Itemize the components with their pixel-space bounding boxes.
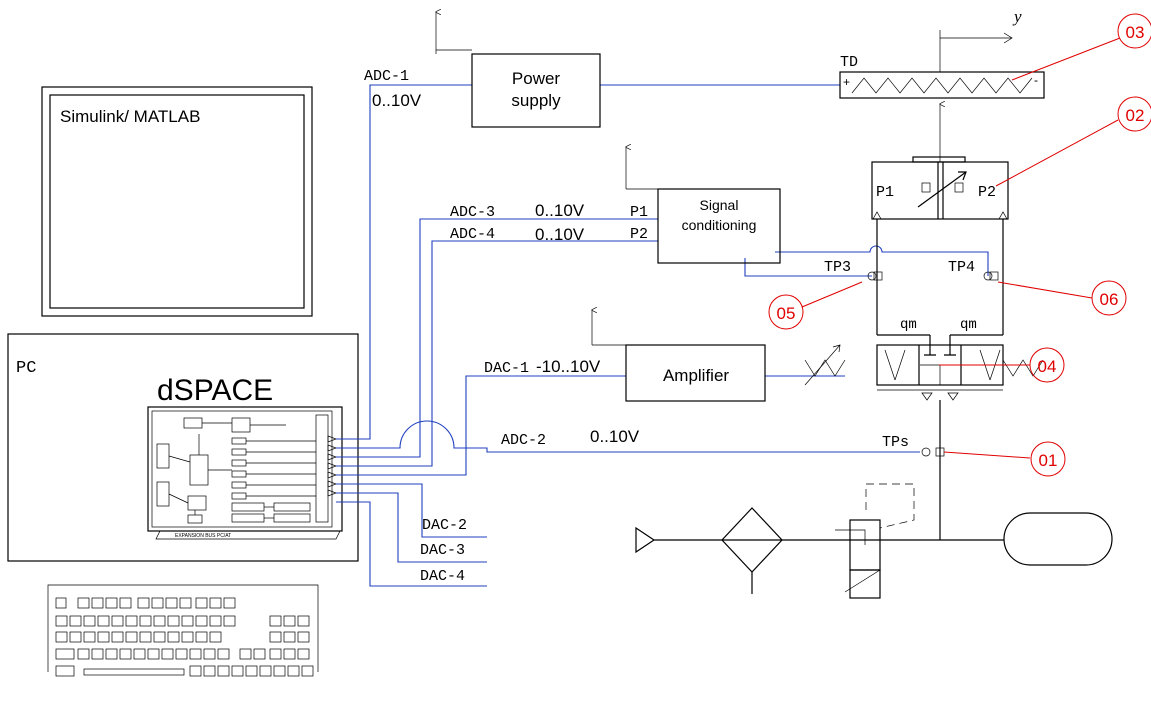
signal-conditioning-block (657, 188, 781, 264)
signal-conditioning-label-2: conditioning (682, 217, 757, 233)
power-supply-label-2: supply (511, 91, 561, 110)
callout-leaders (801, 37, 1121, 459)
adc1-label: ADC-1 (364, 68, 409, 85)
svg-text:01: 01 (1039, 451, 1058, 470)
expansion-bus-label: EXPANSION BUS PC/AT (175, 533, 231, 539)
dac3-label: DAC-3 (420, 542, 465, 559)
transducer-label: TD (840, 54, 858, 71)
adc1-range: 0..10V (372, 91, 422, 110)
callout-03: 03 (1117, 13, 1151, 49)
dac4-label: DAC-4 (420, 568, 465, 585)
svg-text:03: 03 (1126, 23, 1145, 42)
power-supply-block (471, 53, 601, 128)
monitor-label: Simulink/ MATLAB (60, 107, 200, 126)
monitor (41, 86, 313, 317)
pneumatic-cylinder (871, 156, 1009, 335)
callout-05: 05 (768, 294, 804, 330)
callout-02: 02 (1117, 96, 1151, 132)
adc2-label: ADC-2 (501, 432, 546, 449)
amplifier-label: Amplifier (663, 366, 729, 385)
test-points (867, 271, 999, 457)
adc4-label: ADC-4 (450, 226, 495, 243)
svg-text:04: 04 (1038, 357, 1057, 376)
signal-wiring (336, 84, 989, 587)
cylinder-p2-label: P2 (978, 184, 996, 201)
callout-06: 06 (1091, 280, 1127, 316)
adc2-range: 0..10V (590, 427, 640, 446)
test-point-tp4: TP4 (948, 259, 975, 276)
pc-label: PC (16, 359, 36, 378)
dspace-label: dSPACE (157, 374, 273, 407)
air-supply-line (635, 483, 1113, 599)
output-y-label: y (1012, 7, 1022, 26)
amplifier-block (625, 344, 766, 402)
proportional-valve (804, 334, 1044, 540)
svg-text:+: + (843, 75, 850, 89)
callout-01: 01 (1030, 441, 1066, 477)
svg-text:02: 02 (1126, 106, 1145, 125)
callout-04: 04 (1029, 347, 1065, 383)
adc4-p2: P2 (630, 226, 648, 243)
adc4-range: 0..10V (535, 225, 585, 244)
keyboard (47, 584, 319, 677)
power-supply-label-1: Power (512, 69, 561, 88)
cylinder-p1-label: P1 (876, 184, 894, 201)
svg-text:-: - (1034, 73, 1038, 87)
adc3-p1: P1 (630, 204, 648, 221)
dac2-label: DAC-2 (422, 517, 467, 534)
dac1-label: DAC-1 (484, 360, 529, 377)
adc3-label: ADC-3 (450, 204, 495, 221)
transducer: + - (839, 30, 1045, 162)
svg-text:05: 05 (777, 304, 796, 323)
valve-qm-left: qm (900, 317, 917, 333)
dac1-range: -10..10V (536, 357, 601, 376)
signal-conditioning-label-1: Signal (700, 197, 739, 213)
svg-text:06: 06 (1100, 290, 1119, 309)
adc3-range: 0..10V (535, 201, 585, 220)
valve-qm-right: qm (960, 317, 977, 333)
test-point-tps: TPs (882, 434, 909, 451)
dspace-board (147, 406, 343, 540)
test-point-tp3: TP3 (824, 259, 851, 276)
